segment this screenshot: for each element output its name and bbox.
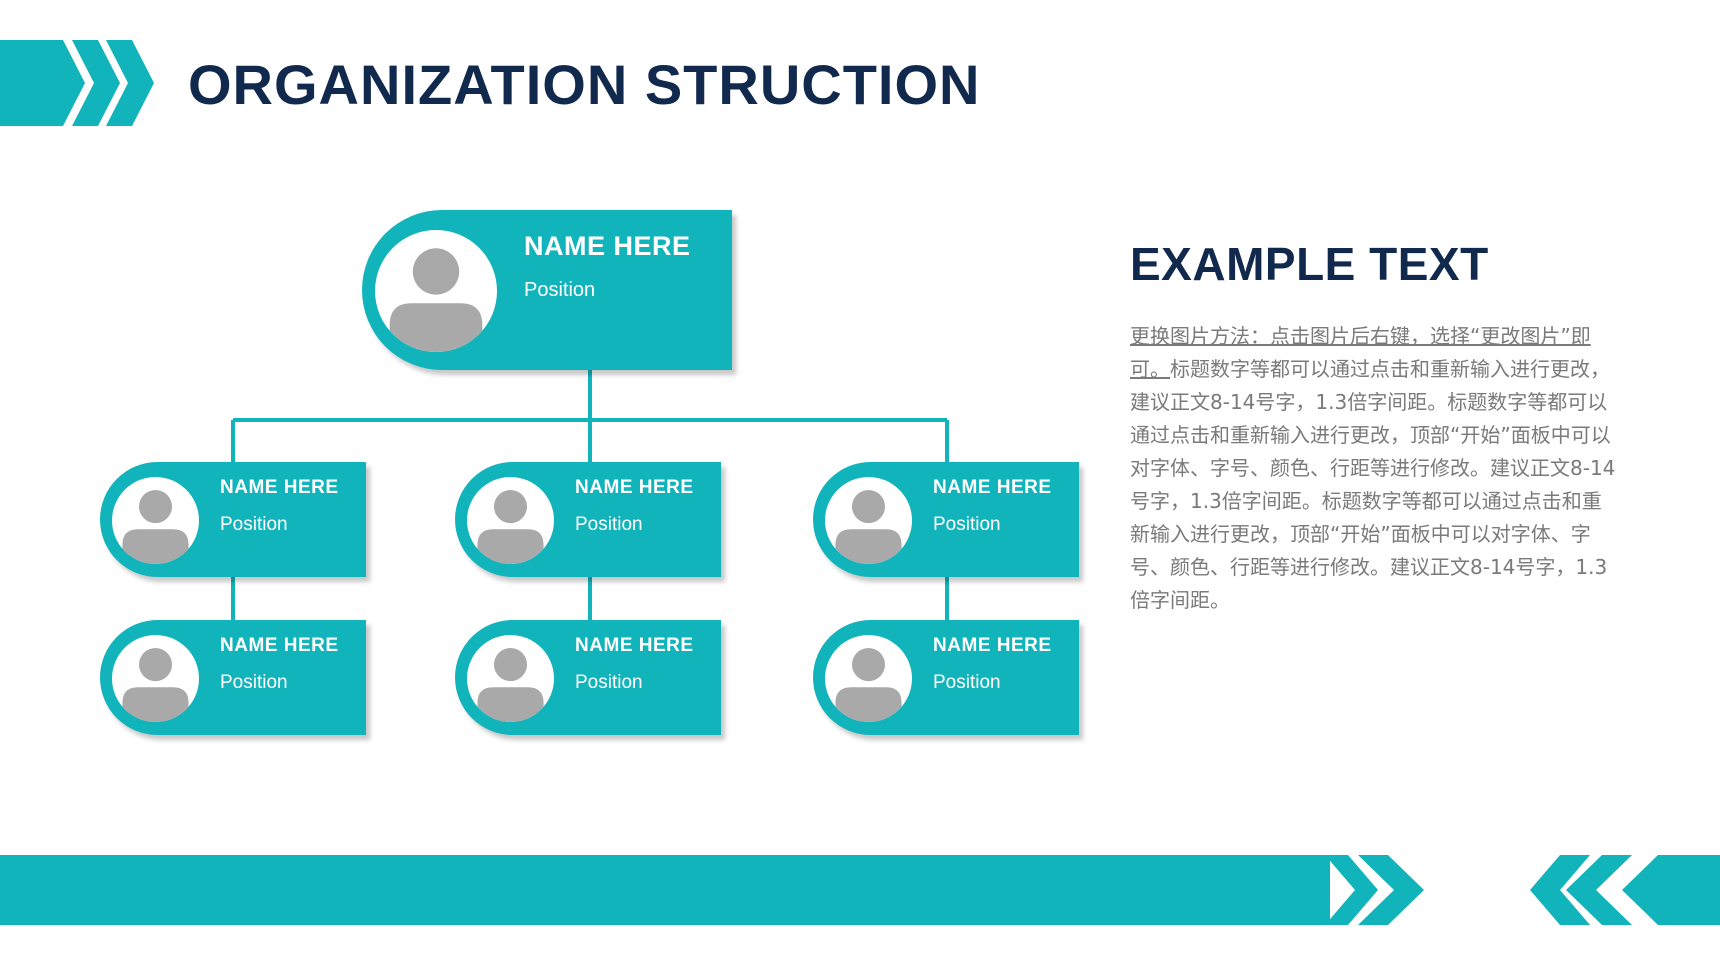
card-position: Position <box>220 672 288 693</box>
example-body-link[interactable]: 更换图片方法：点击图片后右键，选择“更改图片”即可。 <box>1130 324 1591 381</box>
card-position: Position <box>220 514 288 535</box>
card-position: Position <box>933 672 1001 693</box>
card-position: Position <box>575 514 643 535</box>
page-title: ORGANIZATION STRUCTION <box>188 53 981 116</box>
person-icon <box>375 230 497 352</box>
card-position: Position <box>933 514 1001 535</box>
card-name: NAME HERE <box>933 477 1052 498</box>
org-card-row1-col3: NAME HERE Position <box>813 462 1079 577</box>
person-icon <box>825 477 912 564</box>
person-icon <box>467 635 554 722</box>
org-card-row2-col2: NAME HERE Position <box>455 620 721 735</box>
org-card-row2-col3: NAME HERE Position <box>813 620 1079 735</box>
card-position: Position <box>524 279 596 301</box>
person-icon <box>112 635 199 722</box>
card-name: NAME HERE <box>220 635 339 656</box>
example-body-text: 标题数字等都可以通过点击和重新输入进行更改，建议正文8-14号字，1.3倍字间距… <box>1130 357 1616 612</box>
card-position: Position <box>575 672 643 693</box>
person-icon <box>825 635 912 722</box>
card-name: NAME HERE <box>933 635 1052 656</box>
footer-chevron-decoration <box>0 855 1720 925</box>
card-name: NAME HERE <box>575 477 694 498</box>
person-icon <box>467 477 554 564</box>
card-name: NAME HERE <box>220 477 339 498</box>
card-name: NAME HERE <box>524 231 691 261</box>
org-card-row1-col1: NAME HERE Position <box>100 462 366 577</box>
card-name: NAME HERE <box>575 635 694 656</box>
example-title: EXAMPLE TEXT <box>1130 238 1489 290</box>
org-card-row2-col1: NAME HERE Position <box>100 620 366 735</box>
header-chevron-decoration <box>0 40 154 126</box>
org-card-top: NAME HERE Position <box>362 210 732 370</box>
example-body: 更换图片方法：点击图片后右键，选择“更改图片”即可。标题数字等都可以通过点击和重… <box>1130 320 1620 617</box>
org-card-row1-col2: NAME HERE Position <box>455 462 721 577</box>
person-icon <box>112 477 199 564</box>
